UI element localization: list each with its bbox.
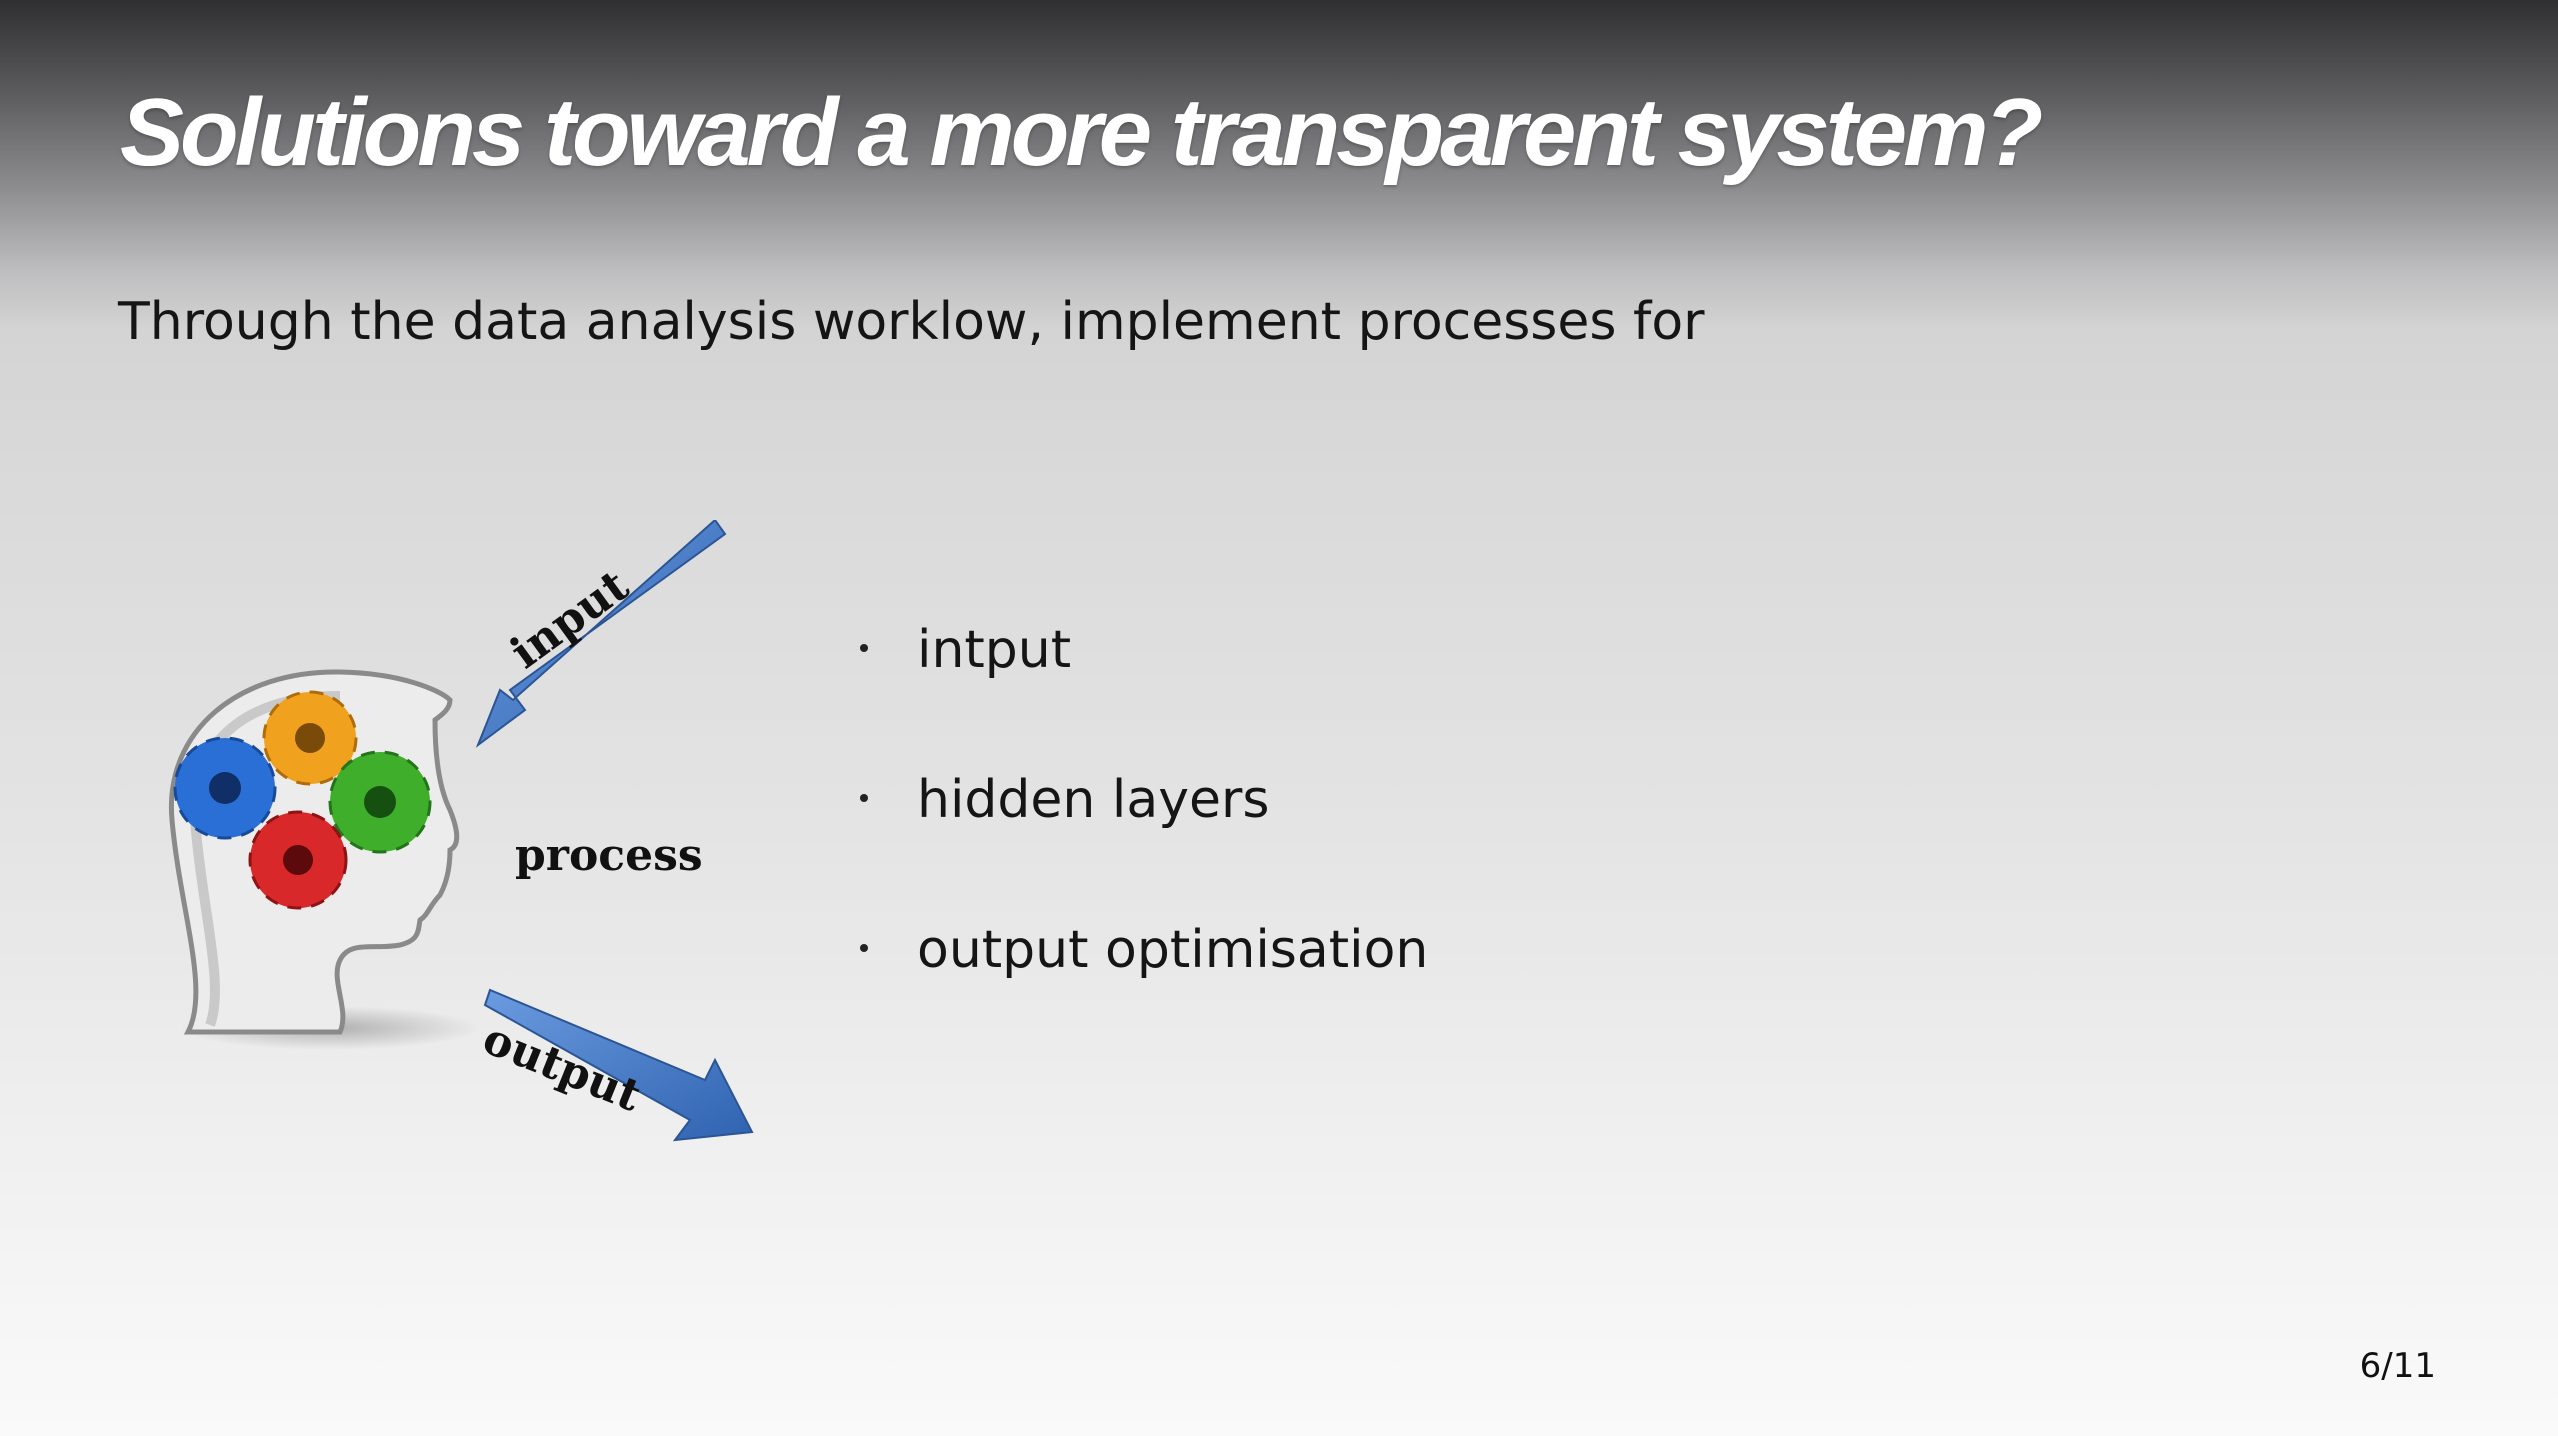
output-arrow-icon [483, 988, 754, 1142]
bullet-text: hidden layers [917, 770, 1270, 830]
intro-text: Through the data analysis worklow, imple… [118, 292, 1705, 352]
process-label: process [515, 830, 703, 881]
red-gear-icon [248, 810, 348, 910]
bullet-dot-icon [860, 944, 868, 952]
input-label: input [501, 560, 638, 679]
slide-title: Solutions toward a more transparent syst… [120, 79, 2043, 186]
bullet-dot-icon [860, 644, 868, 652]
green-gear-icon [328, 750, 432, 854]
input-arrow-icon [475, 520, 727, 748]
blue-gear-icon [173, 736, 277, 840]
orange-gear-icon [262, 690, 358, 786]
bullet-text: output optimisation [917, 920, 1429, 980]
bullet-text: intput [917, 620, 1072, 680]
page-number: 6/11 [2359, 1346, 2436, 1386]
head-gears-figure: input process [150, 520, 790, 1180]
bullet-dot-icon [860, 794, 868, 802]
